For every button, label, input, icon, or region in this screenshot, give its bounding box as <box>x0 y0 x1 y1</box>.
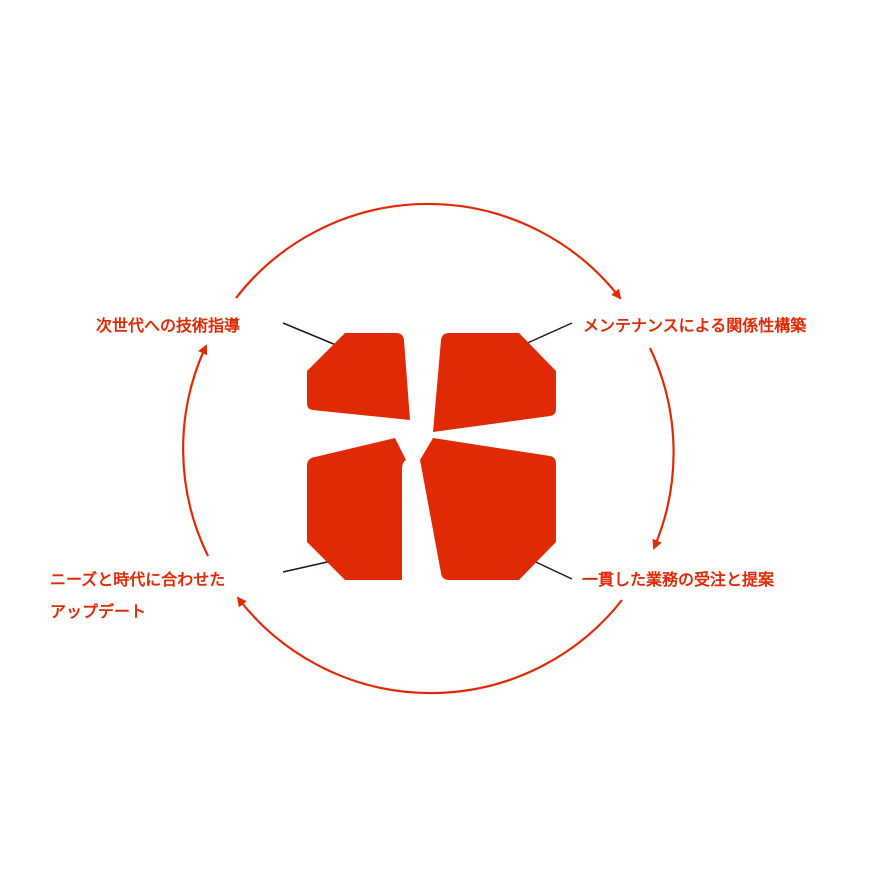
label-consistent-orders: 一貫した業務の受注と提案 <box>582 570 775 589</box>
label-maintenance-relationship: メンテナンスによる関係性構築 <box>583 316 807 335</box>
cycle-arc-bottom <box>236 596 623 695</box>
label-update-line-1: ニーズと時代に合わせた <box>50 570 226 589</box>
cycle-arc-right <box>649 347 675 550</box>
logo-petal-bottom-right <box>420 438 556 580</box>
cycle-arc-top <box>235 202 622 300</box>
four-petal-logo-icon <box>307 333 556 580</box>
leader-line-top-left <box>282 322 337 346</box>
logo-petal-top-right <box>433 333 556 432</box>
label-technical-guidance: 次世代への技術指導 <box>96 316 241 335</box>
cycle-arc-left <box>182 344 209 557</box>
label-update-line-2: アップデート <box>50 602 147 621</box>
logo-petal-bottom-left <box>307 438 406 580</box>
leader-line-top-right <box>522 322 573 346</box>
logo-petal-top-left <box>307 333 410 420</box>
